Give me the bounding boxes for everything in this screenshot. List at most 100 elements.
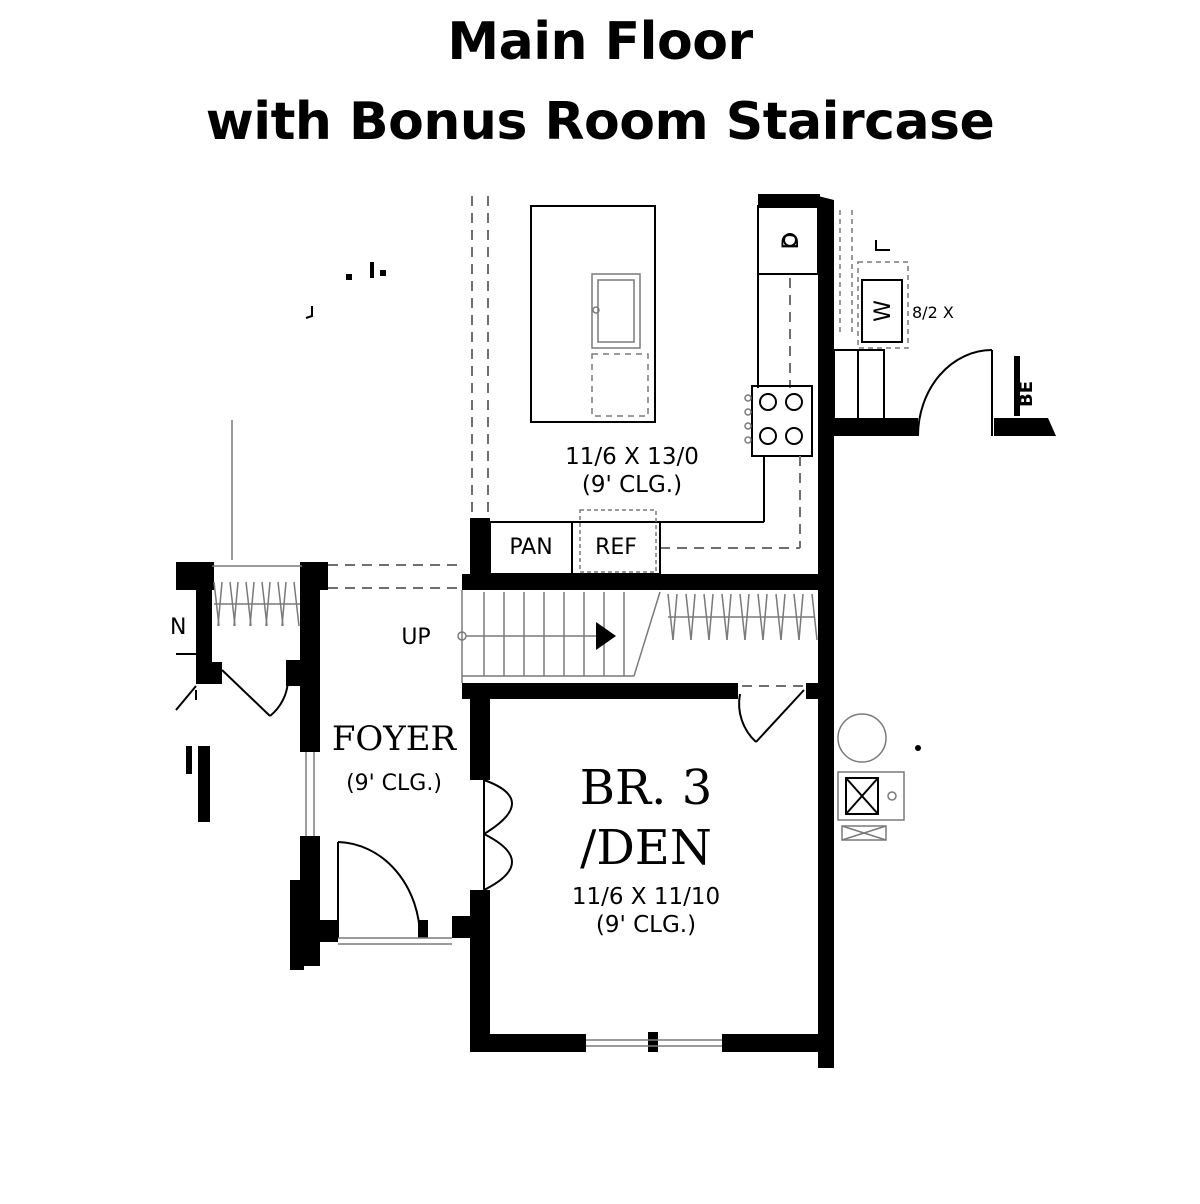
dryer-label: D (779, 233, 804, 250)
bedroom-closet-door (755, 689, 805, 743)
foyer-bottom-right-corner (452, 916, 488, 938)
laundry-wall (822, 418, 918, 436)
bedroom-bottom-wall-left (470, 1034, 586, 1052)
bedroom (586, 689, 805, 1047)
bedroom-dimensions: 11/6 X 11/10 (572, 884, 720, 910)
bedroom-label-line2: /DEN (580, 820, 712, 876)
window-mullion (648, 1032, 658, 1052)
island-sink-basin (597, 279, 635, 343)
foyer-label: FOYER (332, 719, 458, 759)
kitchen-top-wall (758, 194, 820, 208)
exterior-fixtures (837, 713, 921, 841)
bedroom-double-door (483, 779, 513, 891)
plan-subtitle: with Bonus Room Staircase (205, 92, 995, 152)
foyer-left-wall-lower (300, 836, 320, 966)
laundry-wall-right (994, 418, 1056, 436)
sink-faucet (592, 306, 600, 314)
kitchen-dimensions: 11/6 X 13/0 (565, 444, 699, 470)
foyer-top-corner (300, 562, 328, 590)
bedroom-closet-swing (738, 693, 757, 743)
upper-left-fragments (231, 262, 386, 560)
fragment-mark-4 (305, 306, 313, 319)
closet-door-swing (269, 679, 289, 717)
kitchen (471, 196, 819, 575)
stair-up-label: UP (401, 625, 430, 650)
right-exterior-wall (818, 196, 834, 1068)
stair-top-wall (462, 574, 822, 590)
range-knob-4 (744, 436, 752, 444)
left-fragment-label: N (170, 615, 186, 640)
corner-knob (783, 233, 797, 247)
left-fragment-post (186, 746, 192, 774)
pantry-label: PAN (509, 535, 552, 560)
stair-bottom-wall (462, 683, 738, 699)
left-closet (175, 565, 302, 774)
meter-cross-2 (845, 777, 879, 815)
labels: 11/6 X 13/0 (9' CLG.) PAN REF UP FOYER (… (170, 233, 1037, 938)
meter (845, 777, 879, 815)
burner-4 (785, 427, 803, 445)
pantry-wall (470, 518, 490, 586)
fragment-mark-1 (346, 274, 352, 280)
foyer-bottom-left-corner (316, 920, 338, 942)
plan-title: Main Floor (447, 12, 753, 72)
left-fragment-door (175, 685, 197, 711)
stair-bottom-wall-right (806, 683, 824, 699)
refrigerator-box (571, 521, 661, 575)
meter-box (837, 771, 905, 821)
burner-1 (759, 393, 777, 411)
stair-break-line (633, 591, 661, 677)
washer-label: W (871, 300, 896, 322)
panel-box (841, 825, 887, 841)
bed-fragment-wall (1014, 356, 1020, 416)
bedroom-ceiling: (9' CLG.) (596, 912, 696, 938)
front-door-swing (337, 841, 421, 939)
range-knob-3 (744, 422, 752, 430)
closet-left-wall (196, 588, 212, 684)
foyer-ceiling: (9' CLG.) (346, 771, 442, 796)
washer-outline (857, 261, 909, 349)
bed-fragment-label: BE (1016, 381, 1037, 407)
range (751, 385, 813, 457)
range-knob-2 (744, 408, 752, 416)
closet-door-leaf (221, 669, 271, 717)
corner-cabinet (757, 205, 819, 275)
range-knob-1 (744, 394, 752, 402)
ac-unit (837, 713, 887, 763)
closet-hanger-marks (667, 593, 818, 641)
bedroom-label-line1: BR. 3 (580, 760, 712, 816)
foyer-left-wall-upper (300, 588, 320, 752)
hose-bib (915, 745, 921, 751)
burner-3 (759, 427, 777, 445)
fragment-mark-3 (380, 270, 386, 276)
closet-right-stub (286, 660, 306, 686)
bedroom-bottom-wall-right (722, 1034, 834, 1052)
closet-top-wall (176, 562, 214, 590)
laundry-dimensions: 8/2 X (912, 303, 954, 322)
fragment-mark-2 (370, 262, 374, 278)
stair-arrow (596, 622, 616, 650)
stair-start-dot (457, 631, 467, 641)
laundry (833, 210, 1020, 437)
staircase (328, 564, 818, 687)
washer-box (861, 279, 903, 343)
island-sink (591, 273, 641, 349)
laundry-door-swing (917, 349, 993, 437)
closet-hanger-marks (213, 581, 300, 627)
left-fragment-wall (198, 746, 210, 822)
bedroom-left-wall-upper (470, 690, 490, 780)
dishwasher (591, 353, 649, 417)
stair-treads (483, 592, 625, 676)
burner-2 (785, 393, 803, 411)
refrigerator-label: REF (595, 535, 637, 560)
foyer-left-jamb (290, 880, 304, 970)
kitchen-ceiling: (9' CLG.) (582, 472, 682, 498)
closet-left-stub (196, 662, 222, 684)
bedroom-left-wall-lower (470, 890, 490, 1050)
foyer (305, 752, 513, 945)
refrigerator (579, 509, 657, 573)
panel-cross-2 (841, 825, 887, 841)
kitchen-island (530, 205, 656, 423)
dryer-mark (875, 240, 890, 251)
